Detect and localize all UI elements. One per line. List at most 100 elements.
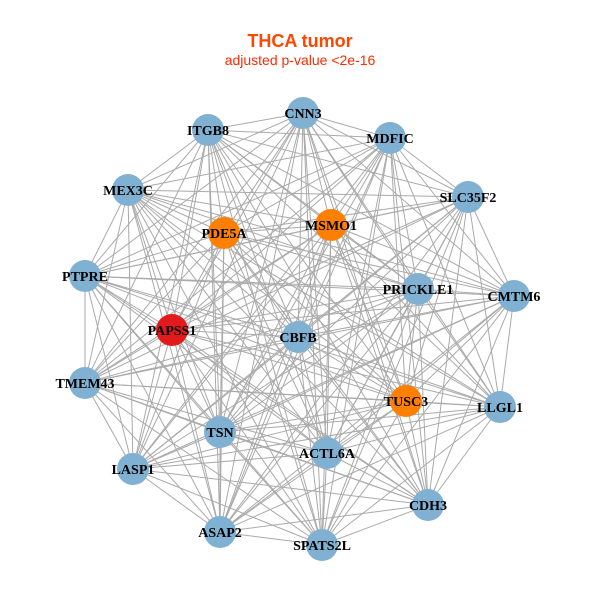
edge-CBFB-CDH3 bbox=[297, 336, 429, 506]
edge-ITGB8-TUSC3 bbox=[207, 129, 407, 402]
node-SPATS2L bbox=[306, 529, 338, 561]
edge-ITGB8-PRICKLE1 bbox=[207, 129, 419, 290]
edge-ACTL6A-ASAP2 bbox=[219, 452, 328, 533]
node-MSMO1 bbox=[315, 209, 347, 241]
edge-PAPSS1-ASAP2 bbox=[171, 329, 221, 533]
edge-MSMO1-PTPRE bbox=[84, 224, 332, 277]
edge-LLGL1-ACTL6A bbox=[326, 406, 501, 454]
edge-PRICKLE1-LLGL1 bbox=[417, 288, 501, 408]
edge-MEX3C-MSMO1 bbox=[127, 189, 332, 226]
edge-MSMO1-LASP1 bbox=[132, 224, 332, 470]
edge-ITGB8-ASAP2 bbox=[207, 129, 221, 533]
edge-PTPRE-LASP1 bbox=[84, 275, 134, 470]
node-label: MDFIC bbox=[366, 132, 413, 147]
edge-MEX3C-CBFB bbox=[127, 189, 299, 338]
edge-CNN3-CDH3 bbox=[302, 112, 429, 506]
node-label: ACTL6A bbox=[299, 447, 356, 462]
edge-MDFIC-PAPSS1 bbox=[171, 137, 391, 331]
node-PRICKLE1 bbox=[402, 273, 434, 305]
edge-PRICKLE1-ASAP2 bbox=[219, 288, 419, 533]
edge-CNN3-TUSC3 bbox=[302, 112, 407, 402]
edge-MEX3C-PDE5A bbox=[127, 189, 225, 234]
edge-LLGL1-CDH3 bbox=[427, 406, 501, 506]
edge-CDH3-ASAP2 bbox=[219, 504, 429, 533]
edge-PAPSS1-CBFB bbox=[171, 329, 299, 338]
node-CMTM6 bbox=[498, 280, 530, 312]
node-label: TUSC3 bbox=[384, 395, 428, 410]
edge-TUSC3-ASAP2 bbox=[219, 400, 407, 533]
edge-MDFIC-TMEM43 bbox=[84, 137, 391, 384]
edge-LLGL1-LASP1 bbox=[132, 406, 501, 470]
edge-SLC35F2-CMTM6 bbox=[467, 196, 515, 297]
edge-PTPRE-CMTM6 bbox=[84, 275, 515, 297]
edge-MDFIC-ACTL6A bbox=[326, 137, 391, 454]
node-label: MSMO1 bbox=[305, 219, 357, 234]
edge-ITGB8-LLGL1 bbox=[207, 129, 501, 408]
node-TMEM43 bbox=[69, 367, 101, 399]
edge-CNN3-TMEM43 bbox=[84, 112, 304, 384]
edge-MEX3C-LLGL1 bbox=[127, 189, 501, 408]
edge-MSMO1-CBFB bbox=[297, 224, 332, 338]
edge-MEX3C-ASAP2 bbox=[127, 189, 221, 533]
edge-PTPRE-SPATS2L bbox=[84, 275, 323, 546]
node-label: LASP1 bbox=[112, 463, 155, 478]
edge-ITGB8-MDFIC bbox=[207, 129, 391, 139]
edge-CBFB-ACTL6A bbox=[297, 336, 328, 454]
node-CBFB bbox=[282, 321, 314, 353]
node-label: TSN bbox=[206, 426, 233, 441]
edge-PDE5A-ACTL6A bbox=[223, 232, 328, 454]
edge-MEX3C-LASP1 bbox=[127, 189, 134, 470]
node-SLC35F2 bbox=[452, 181, 484, 213]
node-MEX3C bbox=[112, 174, 144, 206]
node-CNN3 bbox=[287, 97, 319, 129]
edge-LLGL1-SPATS2L bbox=[321, 406, 501, 546]
edge-LASP1-CDH3 bbox=[132, 468, 429, 506]
edge-PTPRE-PAPSS1 bbox=[84, 275, 173, 331]
edge-MDFIC-PDE5A bbox=[223, 137, 391, 234]
edge-PAPSS1-LASP1 bbox=[132, 329, 173, 470]
node-label: PDE5A bbox=[201, 227, 247, 242]
edge-CMTM6-LLGL1 bbox=[499, 295, 515, 408]
edge-ITGB8-CBFB bbox=[207, 129, 299, 338]
edge-TMEM43-ACTL6A bbox=[84, 382, 328, 454]
edge-MSMO1-TMEM43 bbox=[84, 224, 332, 384]
edge-ITGB8-SLC35F2 bbox=[207, 129, 469, 198]
node-LLGL1 bbox=[484, 391, 516, 423]
edge-PRICKLE1-CMTM6 bbox=[417, 288, 515, 297]
edge-CBFB-LLGL1 bbox=[297, 336, 501, 408]
node-TUSC3 bbox=[390, 385, 422, 417]
edge-MEX3C-PTPRE bbox=[84, 189, 129, 277]
edge-PAPSS1-TMEM43 bbox=[84, 329, 173, 384]
edge-PTPRE-TUSC3 bbox=[84, 275, 407, 402]
edge-ITGB8-SPATS2L bbox=[207, 129, 323, 546]
edge-PRICKLE1-CDH3 bbox=[417, 288, 429, 506]
edge-MSMO1-CMTM6 bbox=[330, 224, 515, 297]
edge-PDE5A-MSMO1 bbox=[223, 224, 332, 234]
edge-CNN3-ASAP2 bbox=[219, 112, 304, 533]
edge-TUSC3-LASP1 bbox=[132, 400, 407, 470]
edge-MDFIC-TUSC3 bbox=[389, 137, 407, 402]
edge-CNN3-SPATS2L bbox=[302, 112, 323, 546]
edge-TUSC3-CDH3 bbox=[405, 400, 429, 506]
edge-PRICKLE1-ACTL6A bbox=[326, 288, 419, 454]
node-ITGB8 bbox=[192, 114, 224, 146]
edge-CMTM6-ACTL6A bbox=[326, 295, 515, 454]
edge-PRICKLE1-PAPSS1 bbox=[171, 288, 419, 331]
edge-CDH3-SPATS2L bbox=[321, 504, 429, 546]
edge-CBFB-LASP1 bbox=[132, 336, 299, 470]
edge-ASAP2-SPATS2L bbox=[219, 531, 323, 546]
node-label: ITGB8 bbox=[187, 124, 229, 139]
node-label: CDH3 bbox=[409, 499, 447, 514]
edge-PTPRE-CBFB bbox=[84, 275, 299, 338]
edge-PAPSS1-LLGL1 bbox=[171, 329, 501, 408]
edge-MSMO1-TSN bbox=[219, 224, 332, 433]
edge-MDFIC-PTPRE bbox=[84, 137, 391, 277]
node-label: MEX3C bbox=[103, 184, 153, 199]
edge-PDE5A-TMEM43 bbox=[84, 232, 225, 384]
edge-MSMO1-SPATS2L bbox=[321, 224, 332, 546]
node-label: PRICKLE1 bbox=[383, 283, 454, 298]
node-ACTL6A bbox=[311, 437, 343, 469]
edge-TMEM43-ASAP2 bbox=[84, 382, 221, 533]
edge-CBFB-TSN bbox=[219, 336, 299, 433]
